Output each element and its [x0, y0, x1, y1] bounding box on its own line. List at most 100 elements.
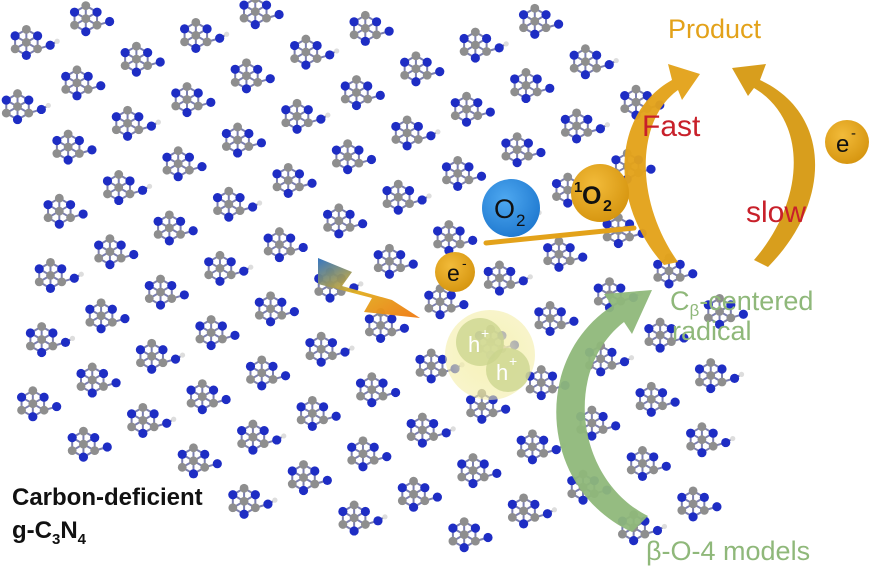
carbon-atom — [138, 415, 148, 425]
nitrogen-atom — [345, 209, 355, 219]
carbon-atom — [301, 34, 311, 44]
carbon-atom — [617, 529, 627, 539]
nitrogen-atom — [349, 17, 359, 27]
nitrogen-atom — [272, 435, 282, 445]
nitrogen-atom — [360, 506, 370, 517]
carbon-atom — [79, 426, 88, 436]
carbon-atom — [554, 249, 564, 259]
nitrogen-atom — [378, 378, 388, 388]
carbon-atom — [292, 111, 302, 121]
carbon-atom — [94, 253, 104, 263]
carbon-atom — [477, 401, 487, 411]
carbon-atom — [127, 422, 137, 432]
nitrogen-atom — [492, 468, 502, 478]
nitrogen-atom — [111, 378, 121, 388]
carbon-atom — [675, 273, 685, 282]
carbon-atom — [471, 536, 480, 546]
carbon-atom — [530, 3, 540, 13]
nitrogen-atom — [435, 310, 445, 320]
carbon-atom — [706, 358, 716, 367]
nitrogen-atom — [542, 509, 553, 519]
nitrogen-atom — [536, 390, 546, 401]
carbon-atom — [248, 419, 258, 429]
carbon-atom — [290, 54, 300, 63]
carbon-atom — [620, 104, 630, 114]
carbon-atom — [21, 25, 31, 34]
carbon-atom — [189, 443, 198, 453]
nitrogen-atom — [228, 490, 238, 500]
nitrogen-atom — [351, 100, 362, 111]
nitrogen-atom — [470, 523, 481, 533]
carbon-atom — [715, 293, 724, 303]
nitrogen-atom — [78, 209, 88, 219]
hydrogen-atom — [628, 355, 635, 361]
carbon-atom — [666, 337, 676, 346]
nitrogen-atom — [94, 240, 104, 250]
carbon-atom — [224, 186, 234, 196]
carbon-atom — [536, 365, 546, 374]
nitrogen-atom — [37, 347, 47, 358]
nitrogen-atom — [96, 324, 106, 334]
nitrogen-atom — [298, 242, 308, 253]
carbon-atom — [435, 297, 445, 307]
slow-cycle-arrow — [732, 64, 816, 267]
carbon-atom — [96, 298, 106, 308]
carbon-atom — [123, 118, 132, 128]
carbon-atom — [266, 304, 275, 314]
nitrogen-atom — [221, 128, 231, 139]
carbon-atom — [209, 398, 218, 408]
nitrogen-atom — [464, 162, 474, 172]
carbon-atom — [708, 441, 718, 451]
nitrogen-atom — [256, 138, 267, 148]
carbon-atom — [411, 64, 421, 74]
nitrogen-atom — [21, 50, 31, 61]
carbon-atom — [274, 227, 284, 236]
nitrogen-atom — [532, 74, 542, 84]
nitrogen-atom — [230, 64, 240, 74]
carbon-atom — [393, 192, 403, 202]
carbon-atom — [347, 455, 357, 465]
nitrogen-atom — [120, 314, 130, 324]
carbon-atom — [424, 303, 434, 313]
nitrogen-atom — [327, 338, 338, 348]
nitrogen-atom — [274, 9, 284, 20]
nitrogen-atom — [441, 162, 452, 172]
nitrogen-atom — [280, 371, 291, 381]
nitrogen-atom — [512, 158, 522, 168]
nitrogen-atom — [506, 266, 516, 277]
light-bolt-icon — [318, 258, 420, 318]
nitrogen-atom — [24, 95, 34, 105]
carbon-atom — [358, 449, 368, 459]
nitrogen-atom — [224, 212, 234, 222]
nitrogen-atom — [303, 105, 313, 115]
carbon-atom — [438, 367, 447, 377]
hole-badge-2 — [486, 348, 530, 392]
carbon-atom — [197, 392, 207, 402]
radical-label-line2: radical — [672, 316, 752, 346]
nitrogen-atom — [263, 233, 273, 243]
carbon-atom — [123, 105, 132, 115]
nitrogen-atom — [459, 33, 469, 44]
nitrogen-atom — [644, 323, 654, 334]
nitrogen-atom — [527, 455, 538, 465]
carbon-atom — [193, 101, 203, 111]
carbon-atom — [67, 446, 77, 456]
nitrogen-atom — [135, 345, 146, 355]
nitrogen-atom — [541, 10, 551, 20]
singlet-oxygen-sub: 2 — [603, 198, 612, 215]
nitrogen-atom — [310, 466, 320, 476]
nitrogen-atom — [87, 145, 97, 155]
nitrogen-atom — [221, 394, 231, 405]
nitrogen-atom — [171, 88, 181, 98]
carbon-atom — [28, 399, 38, 409]
nitrogen-atom — [57, 264, 67, 274]
nitrogen-atom — [376, 333, 386, 344]
nitrogen-atom — [176, 216, 186, 226]
nitrogen-atom — [138, 428, 148, 438]
nitrogen-atom — [649, 452, 659, 462]
nitrogen-atom — [69, 7, 80, 17]
carbon-atom — [354, 158, 364, 168]
carbon-atom — [545, 313, 555, 323]
nitrogen-atom — [167, 280, 177, 291]
